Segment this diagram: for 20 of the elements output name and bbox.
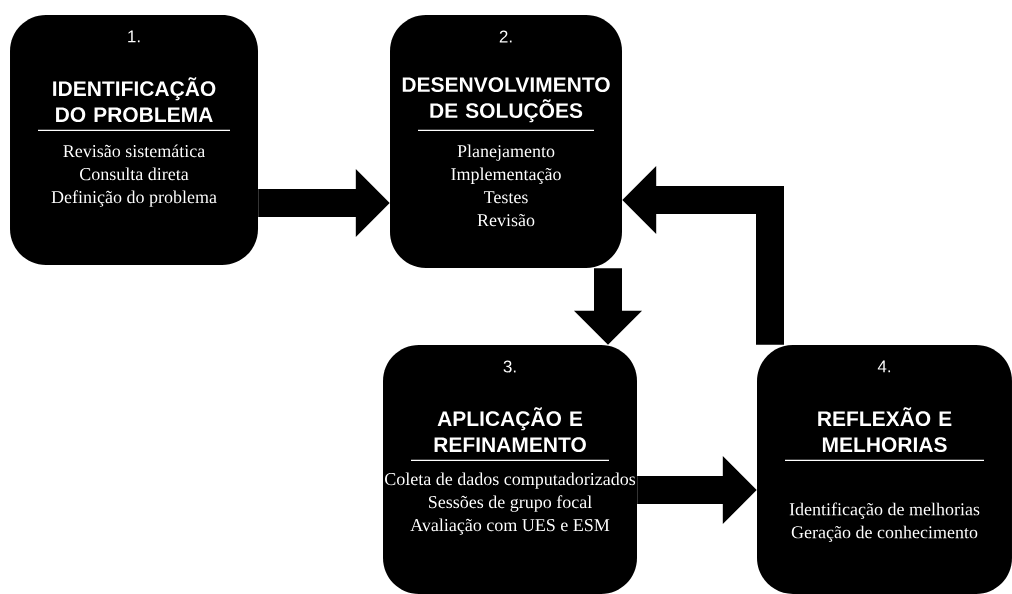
step-number: 1. bbox=[128, 30, 140, 43]
step-title: DESENVOLVIMENTO DE SOLUÇÕES bbox=[402, 77, 610, 123]
step-title: REFLEXÃO E MELHORIAS bbox=[818, 407, 952, 453]
step-items: Identificação de melhorias Geração de conhecimento bbox=[789, 502, 980, 542]
process-box bbox=[383, 345, 637, 594]
process-box bbox=[390, 15, 622, 268]
process-box bbox=[10, 15, 258, 265]
node-label: Revisão bbox=[477, 213, 535, 227]
step-title: APLICAÇÃO E REFINAMENTO bbox=[434, 407, 586, 453]
node-label: Testes bbox=[483, 191, 528, 204]
step-title: IDENTIFICAÇÃO DO PROBLEMA bbox=[53, 77, 216, 123]
step-items: Coleta de dados computadorizados Sessões de grupo focal Avaliação com UES e ESM bbox=[385, 472, 636, 535]
node-label: Planejamento bbox=[457, 144, 555, 161]
step-number: 2. bbox=[499, 30, 512, 43]
process-box bbox=[757, 345, 1012, 594]
step-items: Planejamento Implementação Testes Revisão bbox=[451, 144, 561, 227]
step-items: Revisão sistemática Consulta direta Definição do problema bbox=[51, 144, 217, 207]
node-label: Implementação bbox=[451, 167, 561, 184]
step-number: 3. bbox=[503, 360, 516, 373]
step-number: 4. bbox=[877, 360, 891, 373]
